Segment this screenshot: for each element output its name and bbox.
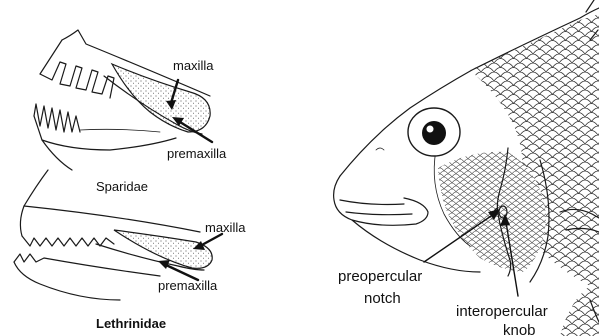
fish-eye-pupil xyxy=(422,121,446,145)
preopercular-label-line1: preopercular xyxy=(338,268,422,285)
lethrinidae-maxilla-label: maxilla xyxy=(205,220,246,235)
sparidae-upper-teeth xyxy=(40,62,114,98)
interopercular-label-line1: interopercular xyxy=(456,303,548,320)
sparidae-maxilla-label: maxilla xyxy=(173,58,214,73)
interopercular-label-line2: knob xyxy=(503,322,536,336)
sparidae-maxilla-shape xyxy=(112,64,210,132)
sparidae-family-label: Sparidae xyxy=(96,179,148,194)
sparidae-premaxilla-label: premaxilla xyxy=(167,146,227,161)
lethrinidae-upper-teeth xyxy=(22,236,114,246)
lethrinidae-premaxilla-label: premaxilla xyxy=(158,278,218,293)
lethrinidae-family-label: Lethrinidae xyxy=(96,316,166,331)
sparidae-lower-teeth xyxy=(34,104,80,132)
lethrinidae-premaxilla-arrowhead xyxy=(158,260,170,269)
lethrinidae-maxilla-arrow xyxy=(200,234,222,246)
fish-head-drawing xyxy=(334,0,599,336)
preopercular-label-line2: notch xyxy=(364,290,401,307)
